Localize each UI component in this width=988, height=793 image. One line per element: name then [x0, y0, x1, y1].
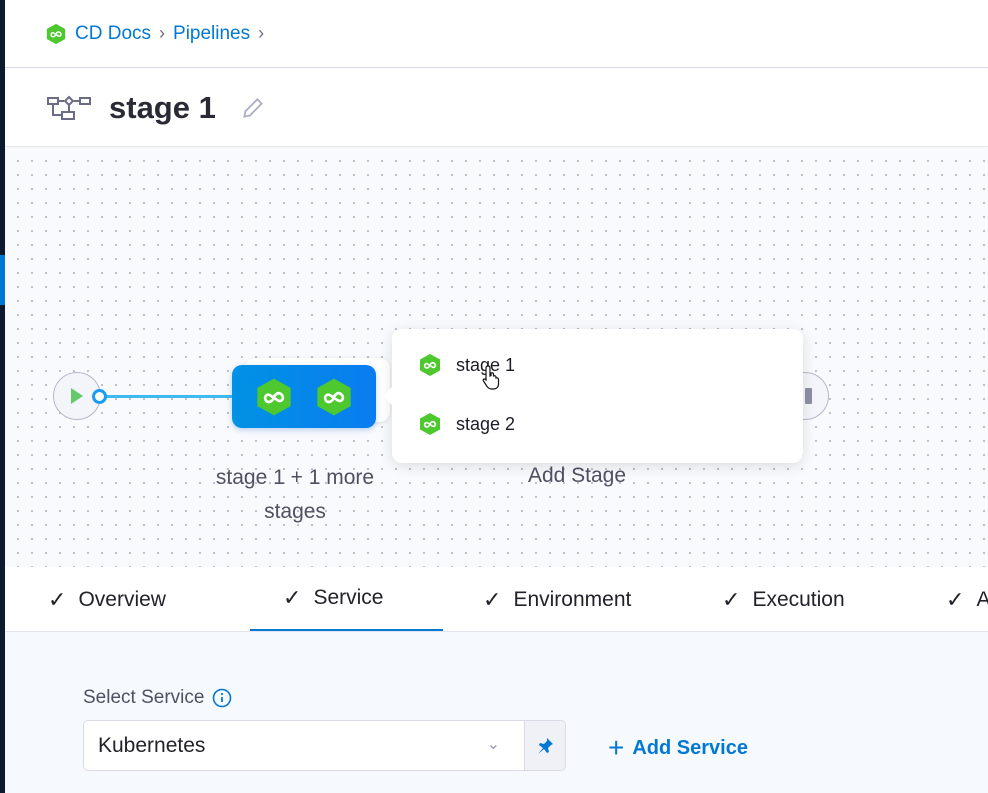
stage-header: stage 1	[5, 69, 988, 147]
add-service-label: Add Service	[632, 736, 748, 759]
select-service-label: Select Service	[83, 687, 232, 709]
left-nav-strip	[0, 0, 5, 793]
pin-icon	[538, 737, 553, 754]
stage-group-label: stage 1 + 1 more stages	[195, 461, 395, 529]
edit-pencil-icon[interactable]	[240, 95, 266, 121]
plus-icon: +	[608, 732, 625, 763]
check-icon: ✓	[283, 585, 302, 610]
stage-2-icon	[314, 377, 354, 417]
service-select-value: Kubernetes	[98, 733, 206, 757]
service-select[interactable]: Kubernetes ⌄	[83, 720, 525, 771]
tab-service[interactable]: ✓ Service	[250, 567, 443, 631]
check-icon: ✓	[483, 586, 502, 612]
nav-active-indicator	[0, 255, 5, 305]
add-service-button[interactable]: + Add Service	[608, 732, 748, 764]
check-icon: ✓	[48, 586, 67, 612]
stage-icon	[418, 353, 442, 377]
chevron-down-icon: ⌄	[486, 736, 500, 753]
cd-module-icon	[45, 23, 67, 45]
tab-execution[interactable]: ✓ Execution	[722, 567, 845, 631]
tab-label: Advanced	[976, 588, 988, 612]
tab-environment[interactable]: ✓ Environment	[483, 567, 632, 631]
check-icon: ✓	[946, 586, 965, 612]
stage-tabs: ✓ Overview ✓ Service ✓ Environment ✓ Executi…	[5, 567, 988, 632]
tab-advanced[interactable]: ✓ Advanced	[946, 567, 988, 631]
tab-label: Overview	[78, 587, 166, 611]
info-icon[interactable]	[212, 688, 232, 708]
popover-item-label: stage 2	[456, 413, 516, 434]
stage-group-popover: stage 1 stage 2	[383, 329, 803, 463]
check-icon: ✓	[722, 586, 741, 612]
pin-button[interactable]	[524, 720, 566, 771]
stage-1-icon	[254, 377, 294, 417]
stage-icon	[418, 412, 442, 436]
pipeline-stage-icon	[47, 95, 91, 120]
stage-group-label-line2: stages	[264, 500, 326, 523]
stage-group-label-line1: stage 1 + 1 more	[215, 466, 375, 489]
field-label: Select Service	[83, 687, 205, 708]
breadcrumb-cd-docs[interactable]: CD Docs	[75, 22, 152, 44]
tab-label: Environment	[513, 587, 632, 611]
hand-cursor-icon	[482, 365, 500, 390]
tab-label: Service	[313, 586, 384, 609]
tab-label: Execution	[752, 587, 845, 611]
stage-group-node[interactable]	[232, 365, 376, 428]
tab-overview[interactable]: ✓ Overview	[48, 567, 166, 631]
breadcrumb: CD Docs › Pipelines ›	[5, 0, 988, 68]
popover-item-stage-2[interactable]: stage 2	[418, 412, 515, 436]
connector-port[interactable]	[92, 389, 107, 404]
popover-item-label: stage 1	[456, 354, 516, 375]
stop-icon	[805, 388, 812, 404]
breadcrumb-pipelines[interactable]: Pipelines	[173, 22, 251, 44]
popover-item-stage-1[interactable]: stage 1	[418, 353, 515, 377]
chevron-right-icon: ›	[258, 23, 265, 43]
play-icon	[70, 387, 83, 404]
service-panel: Select Service Kubernetes ⌄ + Add Servic…	[5, 632, 988, 793]
connector-line	[105, 395, 233, 398]
page-title: stage 1	[109, 89, 216, 125]
pipeline-canvas[interactable]: stage 1 + 1 more stages Add Stage stage …	[5, 148, 988, 567]
chevron-right-icon: ›	[159, 23, 166, 43]
add-stage-label[interactable]: Add Stage	[527, 464, 627, 487]
